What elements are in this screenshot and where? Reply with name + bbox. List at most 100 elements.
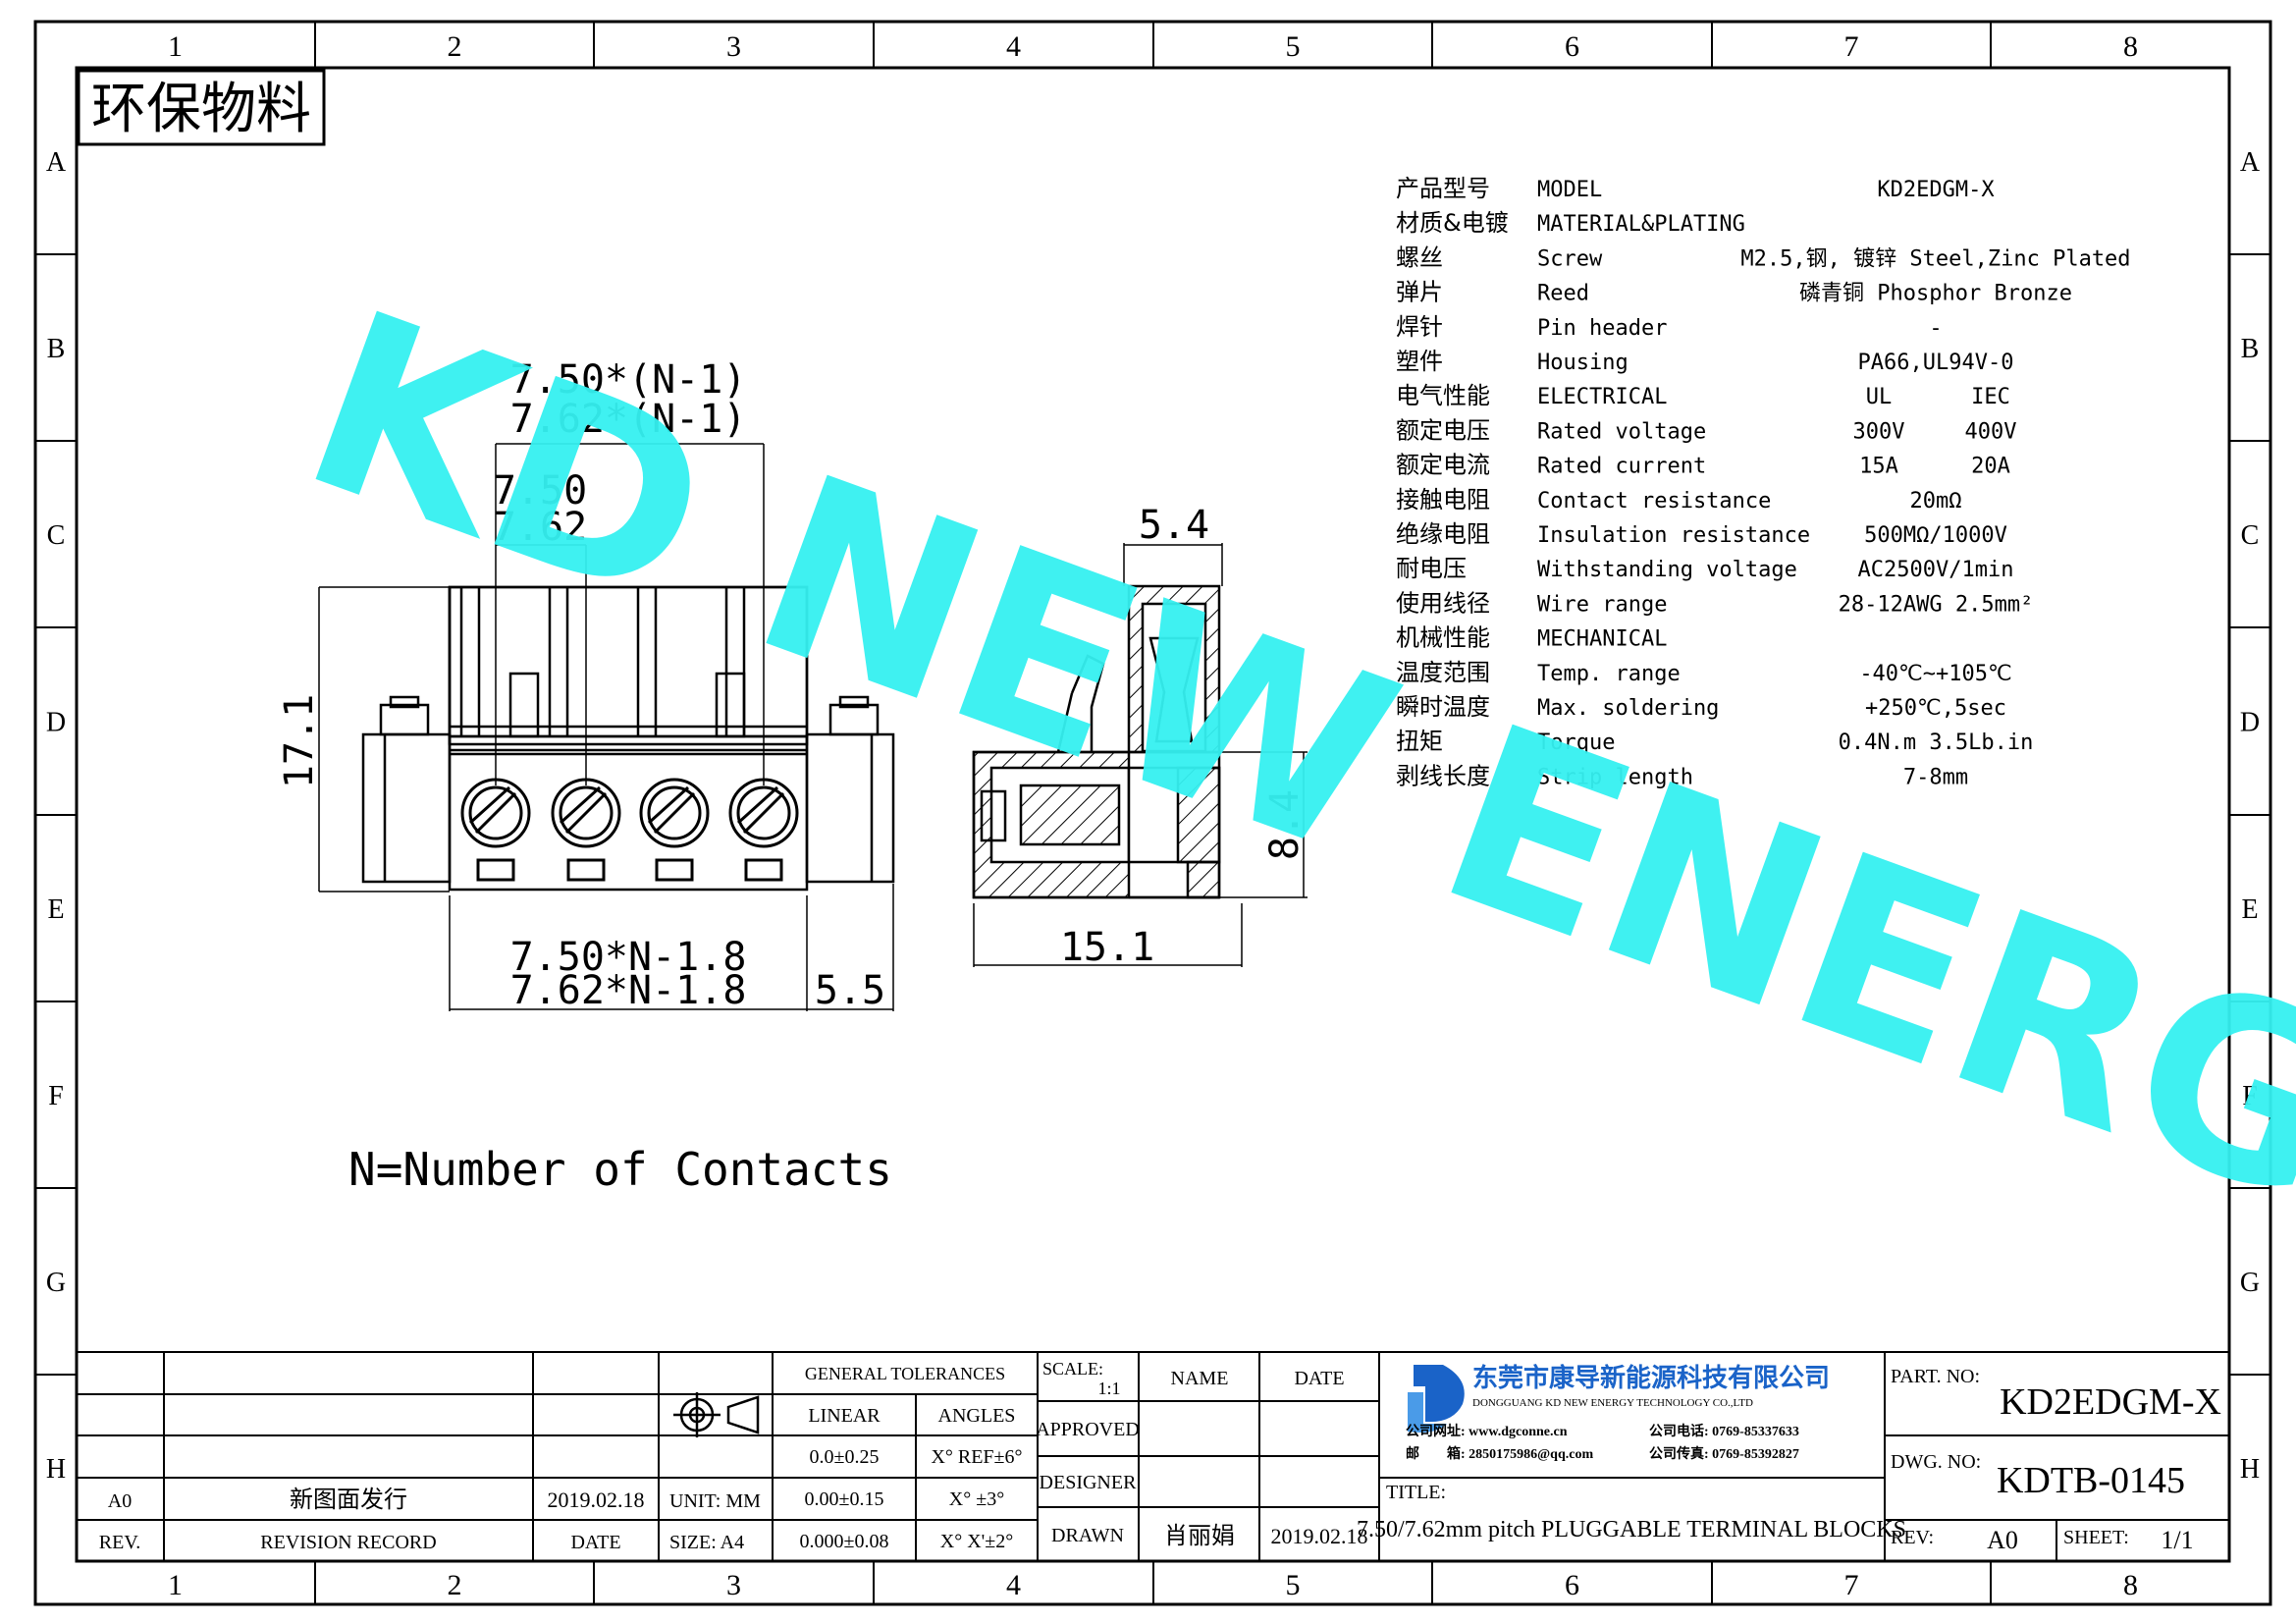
col-label-top: 5 <box>1286 30 1301 63</box>
date-hdr: DATE <box>1294 1368 1344 1389</box>
tol2: 0.00±0.15 <box>805 1488 884 1510</box>
scale-label: SCALE: <box>1042 1359 1103 1379</box>
front-left-flange <box>361 732 452 884</box>
ang1: X° REF±6° <box>931 1446 1022 1468</box>
unit: UNIT: MM <box>669 1490 761 1512</box>
row-label-right: D <box>2240 708 2260 738</box>
col-label-bottom: 5 <box>1286 1569 1301 1601</box>
spec-value-ul: UL <box>1866 385 1893 409</box>
spec-value-iec: 20A <box>1971 455 2010 479</box>
row-label-right: A <box>2240 147 2261 178</box>
spec-en: Pin header <box>1537 316 1667 341</box>
spec-en: Insulation resistance <box>1537 523 1810 548</box>
col-label-bottom: 1 <box>168 1569 183 1601</box>
spec-value: 28-12AWG 2.5mm² <box>1839 592 2034 617</box>
ang2: X° ±3° <box>949 1488 1004 1510</box>
hdr-record: REVISION RECORD <box>260 1532 436 1553</box>
spec-cn: 焊针 <box>1396 313 1443 341</box>
spec-en: Wire range <box>1537 592 1667 617</box>
terminal-screw-icon <box>639 778 710 848</box>
spec-en: MATERIAL&PLATING <box>1537 212 1745 237</box>
col-label-top: 6 <box>1565 30 1579 63</box>
company-tel: 公司电话: 0769-85337633 <box>1649 1423 1799 1439</box>
drawn-date: 2019.02.18 <box>1271 1524 1368 1548</box>
front-screws <box>460 778 799 882</box>
rev-row-rev: A0 <box>108 1490 132 1512</box>
spec-value-ul: 15A <box>1859 455 1898 479</box>
spec-value: 7-8mm <box>1903 765 1968 789</box>
spec-cn: 电气性能 <box>1396 382 1490 409</box>
spec-en: Temp. range <box>1537 662 1681 686</box>
spec-value-ul: 300V <box>1853 419 1905 444</box>
dim-width-a: 7.50*N-1.8 <box>510 935 747 980</box>
row-label-left: B <box>47 334 66 364</box>
angles: ANGLES <box>938 1405 1016 1427</box>
row-label-left: G <box>46 1268 66 1298</box>
drawn: DRAWN <box>1051 1525 1124 1546</box>
title-value: 7.50/7.62mm pitch PLUGGABLE TERMINAL BLO… <box>1357 1517 1906 1542</box>
col-label-bottom: 3 <box>726 1569 741 1601</box>
dim-pitch-b: 7.62 <box>493 505 587 550</box>
tol3: 0.000±0.08 <box>800 1531 889 1552</box>
row-label-left: A <box>46 147 67 178</box>
front-right-flange <box>805 732 895 884</box>
row-label-left: D <box>46 708 66 738</box>
company-logo-icon <box>1408 1365 1465 1433</box>
spec-value: 20mΩ <box>1910 489 1962 514</box>
spec-value: AC2500V/1min <box>1858 558 2014 582</box>
col-label-top: 4 <box>1006 30 1021 63</box>
spec-en: Max. soldering <box>1537 696 1719 721</box>
dim-pitch-total-a: 7.50*(N-1) <box>510 357 747 403</box>
dim-width-b: 7.62*N-1.8 <box>510 968 747 1013</box>
size: SIZE: A4 <box>669 1532 744 1553</box>
spec-en: Rated current <box>1537 455 1706 479</box>
dim-side-height: 8.4 <box>1262 789 1308 860</box>
spec-value: -40℃~+105℃ <box>1859 662 2011 686</box>
spec-value: +250℃,5sec <box>1865 696 2006 721</box>
col-label-top: 1 <box>168 30 183 63</box>
spec-en: Reed <box>1537 282 1589 306</box>
row-label-right: C <box>2241 520 2260 551</box>
designer: DESIGNER <box>1040 1472 1138 1493</box>
title-block <box>77 1351 2229 1561</box>
rev-value: A0 <box>1987 1526 2018 1554</box>
spec-row: 材质&电镀 MATERIAL&PLATING <box>1396 209 1745 237</box>
spec-cn: 绝缘电阻 <box>1396 520 1490 548</box>
approved: APPROVED <box>1036 1419 1140 1440</box>
eco-label: 环保物料 <box>91 78 311 141</box>
rev-row-record: 新图面发行 <box>290 1487 407 1513</box>
spec-cn: 耐电压 <box>1396 555 1467 582</box>
spec-cn: 机械性能 <box>1396 624 1490 652</box>
company-fax: 公司传真: 0769-85392827 <box>1649 1445 1799 1462</box>
front-dimensions <box>318 443 894 1011</box>
col-label-top: 3 <box>726 30 741 63</box>
front-view <box>361 585 895 892</box>
dwg-label: DWG. NO: <box>1891 1451 1981 1473</box>
spec-value: 500MΩ/1000V <box>1864 523 2007 548</box>
spec-cn: 弹片 <box>1396 279 1443 306</box>
spec-cn: 瞬时温度 <box>1396 693 1490 721</box>
spec-en: Screw <box>1537 246 1603 271</box>
spec-value: KD2EDGM-X <box>1877 178 1995 202</box>
spec-value-iec: 400V <box>1965 419 2017 444</box>
company-en: DONGGUANG KD NEW ENERGY TECHNOLOGY CO.,L… <box>1472 1397 1753 1409</box>
scale-value: 1:1 <box>1097 1379 1120 1398</box>
rev-label: REV: <box>1891 1527 1934 1548</box>
dim-side-top: 5.4 <box>1139 503 1209 548</box>
drawn-name: 肖丽娟 <box>1164 1523 1235 1549</box>
dim-flange: 5.5 <box>815 968 885 1013</box>
spec-cn: 材质&电镀 <box>1396 209 1509 237</box>
spec-value: 磷青铜 Phosphor Bronze <box>1799 282 2072 306</box>
hdr-date: DATE <box>570 1532 620 1553</box>
dwg-value: KDTB-0145 <box>1997 1460 2185 1501</box>
name-hdr: NAME <box>1171 1368 1229 1389</box>
